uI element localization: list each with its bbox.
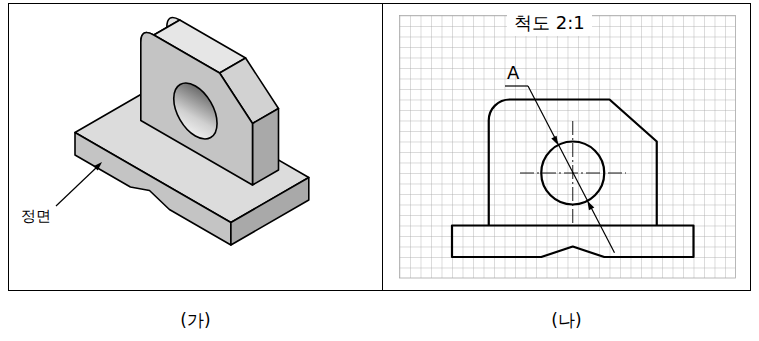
hole <box>165 76 226 147</box>
base-outline <box>452 226 694 258</box>
part-label: A <box>507 62 519 84</box>
view-arrow <box>56 167 97 206</box>
leader-arrowhead <box>551 136 558 145</box>
figure-panel: 정면(가) <box>8 3 383 291</box>
scale-box: 척도 2:1 <box>507 10 592 36</box>
upright-front-face <box>141 33 253 186</box>
scale-text: 척도 2:1 <box>514 12 585 34</box>
panel-caption: (가) <box>9 310 382 330</box>
figure-panel: 척도 2:1(나) <box>383 3 751 291</box>
isometric-part <box>75 18 309 246</box>
upright-outline <box>489 100 657 226</box>
panel-caption: (나) <box>383 310 750 330</box>
upright-side-face <box>253 109 279 186</box>
view-label: 정면 <box>21 207 51 225</box>
front-view <box>452 100 694 258</box>
view-arrowhead <box>94 162 103 171</box>
grid <box>400 16 736 279</box>
label-underline <box>505 85 528 86</box>
leader-line <box>528 86 615 253</box>
leader-arrowhead <box>587 201 594 210</box>
base-side-face <box>231 178 309 246</box>
